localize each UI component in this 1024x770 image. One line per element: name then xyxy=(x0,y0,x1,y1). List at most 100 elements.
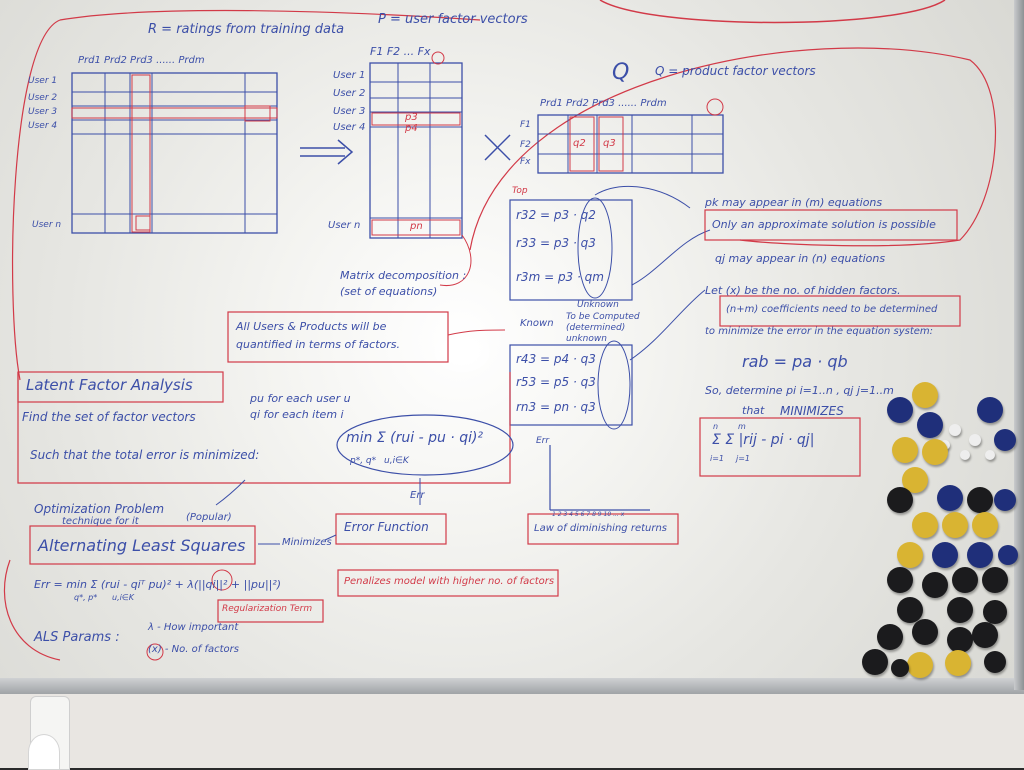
magnet xyxy=(967,542,993,568)
wall xyxy=(0,690,1024,768)
latent-min-expression: min Σ (rui - pu · qi)² xyxy=(346,430,484,446)
penalizes-label: Penalizes model with higher no. of facto… xyxy=(344,576,555,587)
magnet xyxy=(983,600,1007,624)
magnet xyxy=(994,429,1016,451)
magnet xyxy=(891,659,909,677)
so-determine-note: So, determine pi i=1..n , qj j=1..m xyxy=(705,384,894,397)
equation: r33 = p3 · q3 xyxy=(516,236,596,250)
whiteboard-tray xyxy=(0,678,1024,694)
p-row-label: User 2 xyxy=(333,88,366,99)
coefficient-note: (n+m) coefficients need to be determined xyxy=(726,304,938,315)
light-reflection xyxy=(432,330,492,374)
magnet xyxy=(949,424,961,436)
magnet xyxy=(877,624,903,650)
als-title: Alternating Least Squares xyxy=(38,536,246,555)
magnet xyxy=(917,412,943,438)
latent-pu: pu for each user u xyxy=(250,392,351,405)
q-cell: q2 xyxy=(573,138,586,149)
q-matrix-title: Q = product factor vectors xyxy=(655,64,816,78)
technique-label: technique for it xyxy=(62,516,139,527)
minimize-error-note: to minimize the error in the equation sy… xyxy=(705,326,934,337)
unknown-label: Unknown xyxy=(577,300,619,310)
als-param-lambda: λ - How important xyxy=(148,622,239,633)
r-row-label: User n xyxy=(32,220,62,230)
p-row-label: User 3 xyxy=(333,106,366,117)
magnet xyxy=(977,397,1003,423)
magnet xyxy=(912,512,938,538)
latent-such-that: Such that the total error is minimized: xyxy=(30,448,260,462)
magnet xyxy=(912,382,938,408)
magnet xyxy=(972,512,998,538)
equation: r53 = p5 · q3 xyxy=(516,375,596,389)
q-row-label: F1 xyxy=(520,120,531,130)
magnet xyxy=(947,627,973,653)
p-matrix-header: F1 F2 ... Fx xyxy=(370,45,431,58)
equation: r32 = p3 · q2 xyxy=(516,208,596,222)
q-cell: q3 xyxy=(603,138,616,149)
p-cell: p4 xyxy=(405,123,418,134)
magnet xyxy=(922,572,948,598)
sum-upper: m xyxy=(738,422,746,431)
sum-expression: Σ Σ |rij - pi · qj| xyxy=(712,432,815,448)
r-matrix-title: R = ratings from training data xyxy=(148,22,345,37)
that-label: that xyxy=(742,404,765,417)
sum-upper: n xyxy=(713,422,719,431)
magnet xyxy=(969,434,981,446)
latent-min-sub: p*, q* xyxy=(350,456,377,466)
equation: rn3 = pn · q3 xyxy=(516,400,596,414)
error-function-label: Error Function xyxy=(344,520,429,534)
top-label: Top xyxy=(512,186,528,196)
sum-lower: i=1 xyxy=(710,454,725,463)
magnet xyxy=(897,542,923,568)
als-err-formula: Err = min Σ (rui - qiᵀ pu)² + λ(||qi||² … xyxy=(34,578,282,591)
popular-label: (Popular) xyxy=(186,512,232,523)
law-y-axis: Err xyxy=(536,436,550,446)
qj-note: qj may appear in (n) equations xyxy=(715,252,886,265)
r-row-label: User 3 xyxy=(28,107,58,117)
p-cell: p3 xyxy=(405,112,418,123)
p-row-label: User 4 xyxy=(333,122,366,133)
als-err-sum-sub: u,i∈K xyxy=(112,593,135,602)
magnet xyxy=(892,437,918,463)
decomposition-caption: Matrix decomposition : (set of equations… xyxy=(340,269,467,298)
magnet xyxy=(897,597,923,623)
magnet xyxy=(887,397,913,423)
regularization-label: Regularization Term xyxy=(222,604,313,614)
magnet xyxy=(887,487,913,513)
equation: r43 = p4 · q3 xyxy=(516,352,596,366)
latent-err-label: Err xyxy=(410,490,425,501)
magnet xyxy=(937,485,963,511)
magnet xyxy=(942,512,968,538)
als-err-sub: q*, p* xyxy=(74,593,98,602)
equation: r3m = p3 · qm xyxy=(516,270,604,284)
law-label: Law of diminishing returns xyxy=(534,523,668,534)
p-matrix-title: P = user factor vectors xyxy=(378,12,528,27)
p-row-label: User 1 xyxy=(333,70,366,81)
wall-hook-tip xyxy=(28,734,60,770)
latent-title: Latent Factor Analysis xyxy=(26,376,193,394)
r-matrix-header: Prd1 Prd2 Prd3 ...... Prdm xyxy=(78,55,205,66)
magnet xyxy=(994,489,1016,511)
magnet xyxy=(998,545,1018,565)
magnet xyxy=(960,450,970,460)
als-param-factors: (x) - No. of factors xyxy=(148,644,239,655)
magnet xyxy=(952,567,978,593)
pk-note: pk may appear in (m) equations xyxy=(705,196,883,209)
q-row-label: Fx xyxy=(520,157,531,167)
law-x-axis: 1 2 3 4 5 6 7 8 9 10 ... x xyxy=(552,511,625,518)
magnet xyxy=(947,597,973,623)
whiteboard-frame xyxy=(1014,0,1024,690)
r-row-label: User 2 xyxy=(28,93,58,103)
magnet xyxy=(932,542,958,568)
als-params-label: ALS Params : xyxy=(34,630,120,645)
magnet xyxy=(862,649,888,675)
r-row-label: User 4 xyxy=(28,121,58,131)
let-x-note: Let (x) be the no. of hidden factors. xyxy=(705,284,901,297)
magnet xyxy=(984,651,1006,673)
q-letter: Q xyxy=(612,60,630,85)
latent-find: Find the set of factor vectors xyxy=(22,410,196,424)
p-row-label: User n xyxy=(328,220,361,231)
sum-lower: j=1 xyxy=(736,454,751,463)
